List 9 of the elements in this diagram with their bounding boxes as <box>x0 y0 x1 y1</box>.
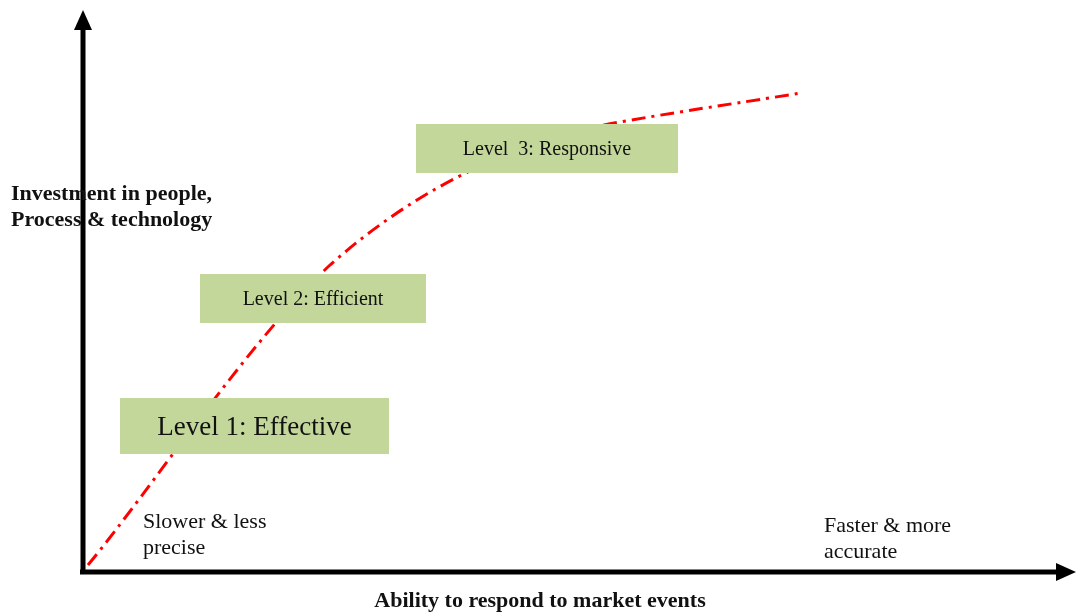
level-box <box>416 124 678 173</box>
level-box <box>200 274 426 323</box>
axis-end-note: Slower & less precise <box>143 508 268 561</box>
level-label: Level 2: Efficient <box>242 287 384 310</box>
level-label: Level 3: Responsive <box>462 137 632 160</box>
level-box <box>120 398 389 454</box>
axis-end-note: Faster & more accurate <box>824 512 953 565</box>
x-axis-title: Ability to respond to market events <box>373 587 707 614</box>
level-label: Level 1: Effective <box>157 410 352 442</box>
